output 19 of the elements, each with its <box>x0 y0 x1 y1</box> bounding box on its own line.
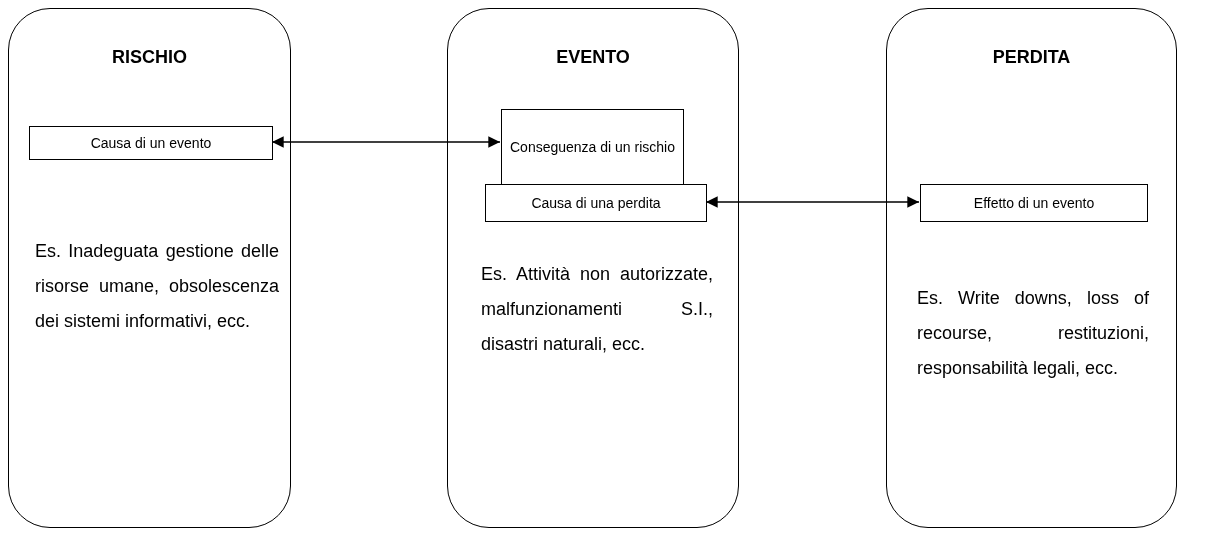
process-box <box>29 126 273 160</box>
process-box <box>501 109 684 186</box>
example-text: Es. Inadeguata gestione delle risorse umane, obsolescenza dei sistemi informativi, ecc. <box>35 240 279 333</box>
panel-heading: PERDITA <box>991 47 1072 68</box>
box-label: Effetto di un evento <box>973 193 1095 213</box>
panel-heading: EVENTO <box>555 47 631 68</box>
process-box <box>485 184 707 222</box>
category-panel <box>886 8 1177 528</box>
double-arrow <box>705 196 920 208</box>
box-label: Causa di un evento <box>90 133 212 153</box>
box-label: Conseguenza di un rischio <box>510 138 675 158</box>
box-label: Causa di una perdita <box>531 193 661 213</box>
process-box <box>920 184 1148 222</box>
category-panel <box>8 8 291 528</box>
category-panel <box>447 8 739 528</box>
double-arrow <box>271 136 501 148</box>
panel-heading: RISCHIO <box>111 47 188 68</box>
example-text: Es. Write downs, loss of recourse, restituzioni, responsabilità legali, ecc. <box>917 287 1149 380</box>
example-text: Es. Attività non autorizzate, malfunzionamenti S.I., disastri naturali, ecc. <box>481 263 713 356</box>
